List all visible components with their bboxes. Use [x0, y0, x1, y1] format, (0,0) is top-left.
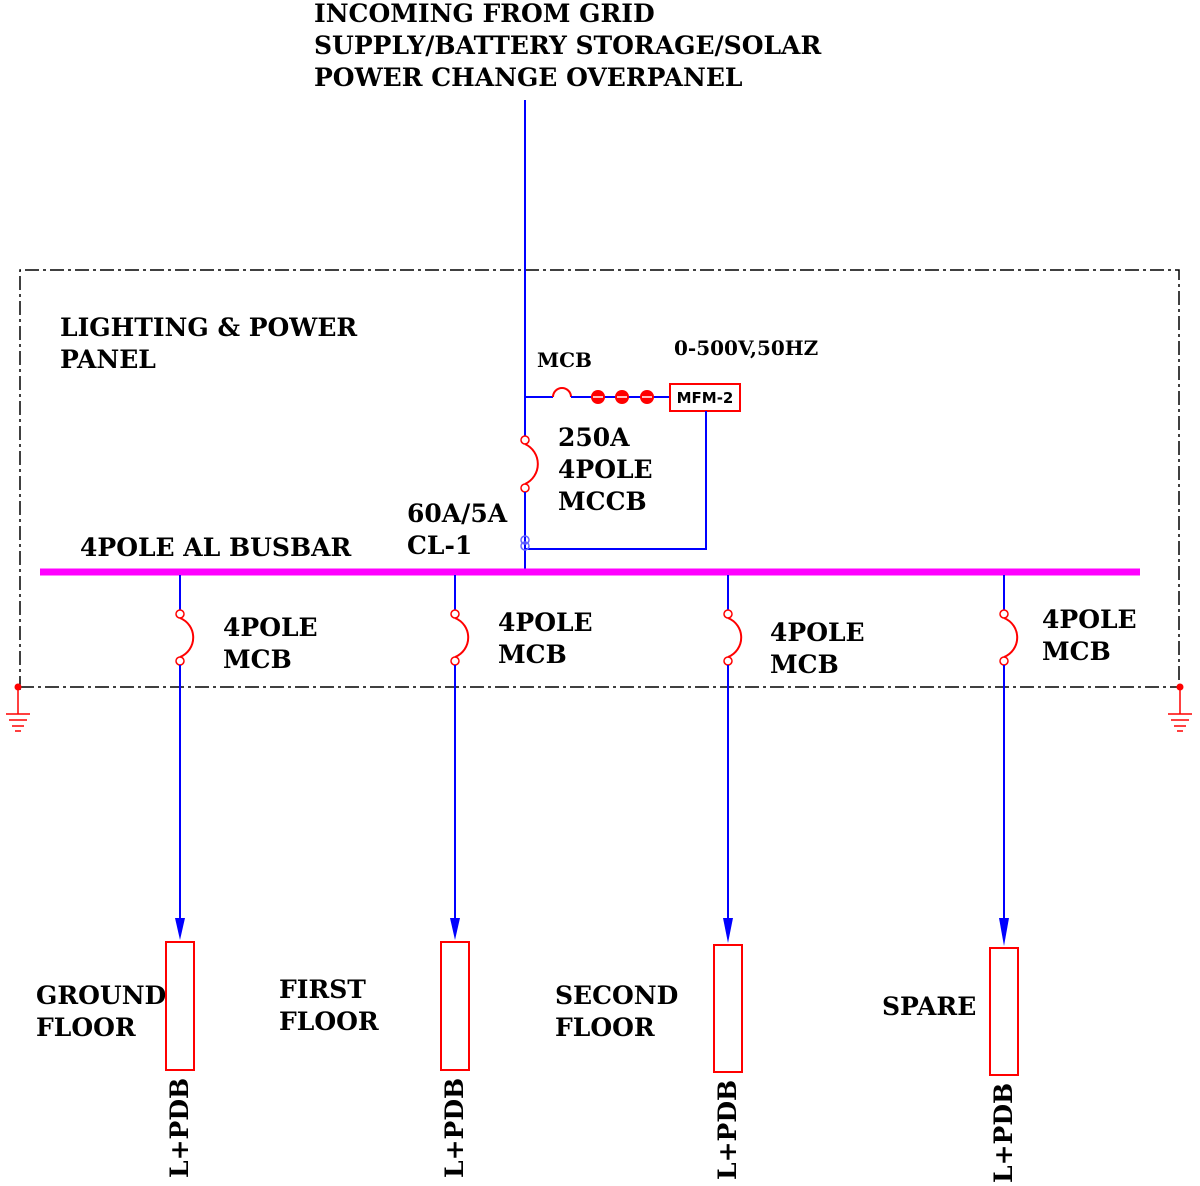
main-mccb-label: 250A 4POLE MCCB — [558, 423, 653, 516]
feeder-mcb-icon — [999, 609, 1019, 666]
feeders: 4POLE MCB GROUND FLOOR L+PDB 4POLE MCB FIRST FLO… — [36, 575, 1137, 1183]
arrow-down-icon — [450, 918, 460, 940]
feeder-2: 4POLE MCB FIRST FLOOR L+PDB — [279, 575, 593, 1178]
incoming-label-line-1: INCOMING FROM GRID — [314, 0, 655, 28]
feeder-load-label: SECOND — [555, 981, 678, 1010]
mccb-label-line-3: MCCB — [558, 487, 647, 516]
ct-label-line-1: 60A/5A — [407, 499, 508, 528]
earth-right-icon — [1168, 683, 1192, 732]
meter-box — [669, 383, 741, 412]
mccb-label-line-2: 4POLE — [558, 455, 653, 484]
distribution-board-box — [713, 944, 743, 1073]
panel-label-line-2: PANEL — [60, 345, 156, 374]
main-mccb-icon — [520, 435, 539, 493]
incoming-label: INCOMING FROM GRID SUPPLY/BATTERY STORAG… — [314, 0, 821, 92]
feeder-mcb-label: 4POLE — [770, 618, 865, 647]
feeder-mcb-label: 4POLE — [223, 613, 318, 642]
feeder-load-label: FLOOR — [36, 1013, 136, 1042]
mccb-label-line-1: 250A — [558, 423, 630, 452]
feeder-4: 4POLE MCB SPARE L+PDB — [882, 575, 1137, 1183]
arrow-down-icon — [175, 918, 185, 940]
busbar-label: 4POLE AL BUSBAR — [80, 533, 352, 562]
distribution-board-box — [165, 941, 195, 1071]
meter-mcb-icon — [552, 387, 572, 398]
feeder-mcb-label: 4POLE — [498, 608, 593, 637]
feeder-load-label: GROUND — [36, 981, 166, 1010]
feeder-mcb-icon — [723, 609, 743, 666]
feeder-3: 4POLE MCB SECOND FLOOR L+PDB — [555, 575, 865, 1180]
feeder-mcb-label: 4POLE — [1042, 605, 1137, 634]
feeder-load-label: SPARE — [882, 992, 976, 1021]
feeder-board-label: L+PDB — [713, 1080, 742, 1180]
meter-rating-label: 0-500V,50HZ — [674, 336, 818, 360]
feeder-mcb-label: MCB — [1042, 637, 1111, 666]
feeder-mcb-label: MCB — [770, 650, 839, 679]
meter-label: MFM-2 — [677, 389, 734, 407]
incoming-label-line-2: SUPPLY/BATTERY STORAGE/SOLAR — [314, 31, 821, 60]
distribution-board-box — [440, 941, 470, 1071]
arrow-down-icon — [999, 918, 1009, 946]
feeder-1: 4POLE MCB GROUND FLOOR L+PDB — [36, 575, 318, 1178]
arrow-down-icon — [723, 918, 733, 943]
feeder-load-label: FLOOR — [555, 1013, 655, 1042]
feeder-board-label: L+PDB — [165, 1078, 194, 1178]
ct-label-line-2: CL-1 — [407, 531, 472, 560]
incoming-label-line-3: POWER CHANGE OVERPANEL — [314, 63, 743, 92]
feeder-mcb-icon — [450, 609, 470, 666]
fuse-icons — [591, 390, 654, 404]
feeder-load-label: FIRST — [279, 975, 366, 1004]
feeder-board-label: L+PDB — [989, 1083, 1018, 1183]
distribution-board-box — [989, 947, 1019, 1076]
feeder-mcb-label: MCB — [498, 640, 567, 669]
feeder-mcb-icon — [175, 609, 195, 666]
earth-left-icon — [6, 683, 30, 732]
panel-label: LIGHTING & POWER PANEL — [60, 313, 357, 374]
panel-label-line-1: LIGHTING & POWER — [60, 313, 357, 342]
feeder-board-label: L+PDB — [440, 1078, 469, 1178]
ct-label: 60A/5A CL-1 — [407, 499, 508, 560]
current-transformer-icon — [520, 535, 530, 551]
feeder-load-label: FLOOR — [279, 1007, 379, 1036]
meter-branch: MFM-2 — [525, 383, 741, 550]
feeder-mcb-label: MCB — [223, 645, 292, 674]
panel-enclosure — [19, 269, 1180, 690]
meter-mcb-label: MCB — [537, 348, 592, 372]
